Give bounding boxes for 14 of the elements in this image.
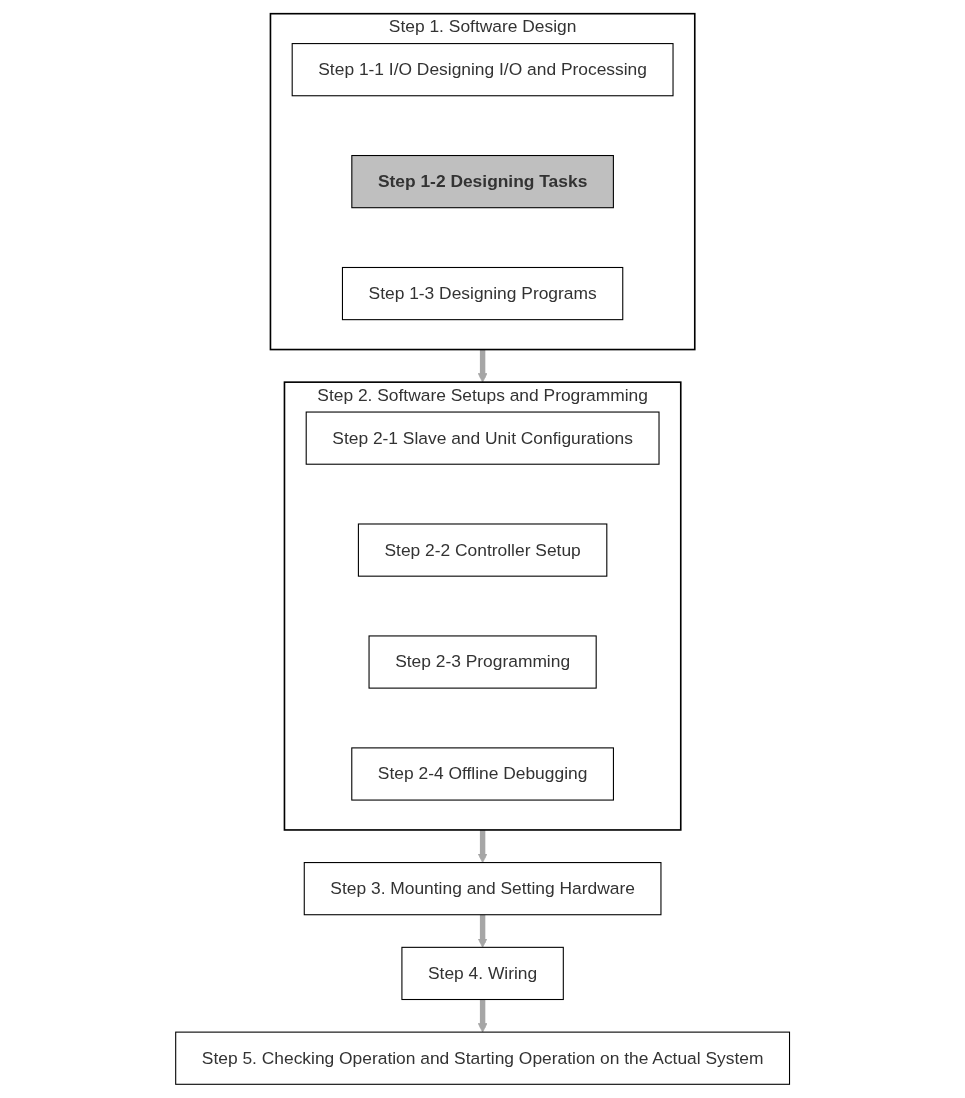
node-box: Step 5. Checking Operation and Starting Operation on the Actual System [175, 1031, 790, 1085]
node-box: Step 2-1 Slave and Unit Configurations [305, 411, 660, 465]
node-box: Step 2-2 Controller Setup [357, 523, 608, 577]
arrow [477, 914, 488, 948]
node-box: Step 3. Mounting and Setting Hardware [303, 862, 662, 916]
node-box: Step 1-2 Designing Tasks [351, 155, 614, 209]
arrow [477, 349, 488, 383]
node-box: Step 2-3 Programming [368, 635, 597, 689]
node-box: Step 4. Wiring [401, 946, 564, 1001]
arrow [477, 829, 488, 863]
arrow [477, 999, 488, 1033]
node-box: Step 1-1 I/O Designing I/O and Processing [291, 43, 674, 97]
node-box: Step 1-3 Designing Programs [341, 266, 624, 321]
node-box: Step 2-4 Offline Debugging [351, 747, 614, 801]
